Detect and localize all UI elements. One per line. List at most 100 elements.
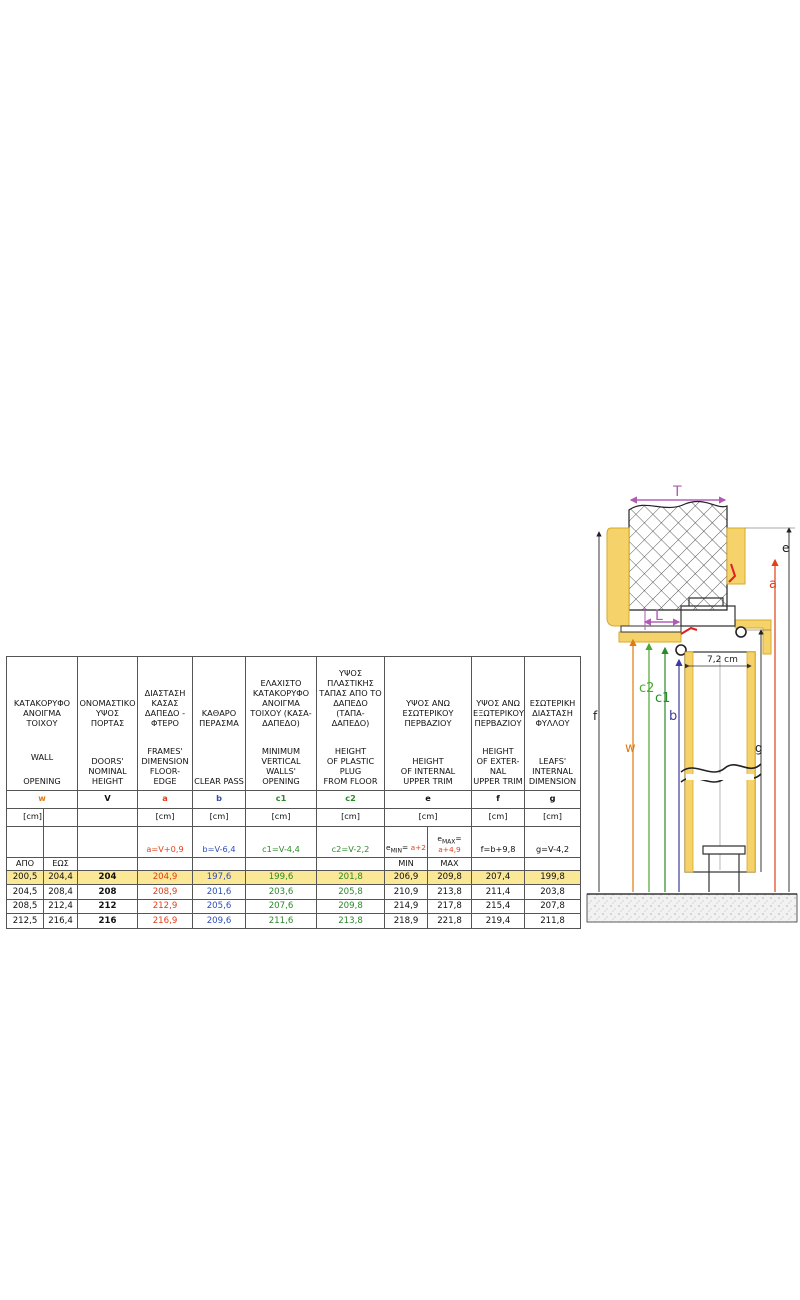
table-row: 212,5 216,4 216 216,9 209,6 211,6 213,8 … [6,913,582,929]
formula-w-blank1 [6,825,44,858]
wall-section [628,500,728,611]
header-f-en-line4: UPPER TRIM [473,775,523,786]
dimensions-table: ΚΑΤΑΚΟΡΥΦΟ ΑΝΟΙΓΜΑ ΤΟΙΧΟΥ ΟΝΟΜΑΣΤΙΚΟ ΥΨΟ… [6,656,582,929]
cell-v: 208 [77,884,138,900]
formula-b: b=V-6,4 [192,825,246,858]
range-blank-b [192,856,246,871]
gasket-right [735,626,747,638]
header-g-en-line2: INTERNAL [532,765,573,776]
formula-emin-eq: = [402,842,409,852]
unit-c2: [cm] [316,807,385,827]
header-e-en-line1: HEIGHT [412,755,444,766]
header-g-en-line3: DIMENSION [528,775,577,786]
unit-w-blank [43,807,78,827]
red-seal [680,563,737,635]
header-c2-en-line3: PLUG [339,765,362,776]
cell-emin: 206,9 [384,869,428,885]
c1-label: c1 [655,691,670,706]
unit-c1: [cm] [245,807,317,827]
cell-v: 204 [77,869,138,885]
formula-row: a=V+0,9 b=V-6,4 c1=V-4,4 c2=V-2,2 eMIN= … [6,825,582,858]
door-leaf-right-skin [746,651,756,873]
cell-g: 203,8 [524,884,582,900]
cell-c1: 203,6 [245,884,317,900]
header-a-en-line2: DIMENSION [141,755,189,766]
cell-emin: 218,9 [384,913,428,929]
cell-c1: 207,6 [245,898,317,914]
cell-c2: 205,8 [316,884,385,900]
door-leaf-left-skin [684,651,694,873]
cell-emax: 209,8 [426,869,473,885]
cell-v: 216 [77,913,138,929]
cell-w-to: 208,4 [43,884,78,900]
frame-outer-trim [606,527,630,627]
gasket-left [675,644,687,656]
range-blank-a [137,856,193,871]
header-a-en-line1: FRAMES' [147,746,183,757]
symbol-row: w V a b c1 c2 e f g [6,789,582,809]
header-c1-greek: ΕΛΑΧΙΣΤΟ ΚΑΤΑΚΟΡΥΦΟ ΑΝΟΙΓΜΑ ΤΟΙΧΟΥ (ΚΑΣΑ… [245,656,317,733]
cell-a: 204,9 [137,869,193,885]
formula-emin-sub: MIN [390,847,402,855]
cell-a: 216,9 [137,913,193,929]
unit-e: [cm] [383,807,473,827]
L-label: L [655,608,663,624]
header-g-english: LEAFS' INTERNAL DIMENSION [524,732,582,791]
table-row: 208,5 212,4 212 212,9 205,6 207,6 209,8 … [6,898,582,914]
cell-emax: 213,8 [426,884,473,900]
header-b-english: CLEAR PASS [192,732,246,791]
range-min-label: MIN [384,856,428,871]
cell-c1: 199,6 [245,869,317,885]
cell-a: 212,9 [137,898,193,914]
header-a-en-line3: FLOOR-EDGE [149,765,181,786]
f-label: f [593,709,598,723]
greek-header-row: ΚΑΤΑΚΟΡΥΦΟ ΑΝΟΙΓΜΑ ΤΟΙΧΟΥ ΟΝΟΜΑΣΤΙΚΟ ΥΨΟ… [6,656,582,733]
header-v-en-line1: DOORS' [91,755,124,766]
header-f-greek: ΥΨΟΣ ΑΝΩ ΕΞΩΤΕΡΙΚΟΥ ΠΕΡΒΑΖΙΟΥ [471,656,526,733]
range-blank-c2 [316,856,385,871]
g-label: g [755,741,763,755]
cell-a: 208,9 [137,884,193,900]
cell-b: 205,6 [192,898,246,914]
cell-c2: 209,8 [316,898,385,914]
formula-c1: c1=V-4,4 [245,825,317,858]
formula-a-text: a=V+0,9 [146,843,184,854]
formula-g: g=V-4,2 [524,825,582,858]
cell-c2: 201,8 [316,869,385,885]
english-header-row: WALL OPENING DOORS' NOMINAL HEIGHT FRAME… [6,732,582,791]
header-f-english: HEIGHT OF EXTER- NAL UPPER TRIM [471,732,526,791]
cell-b: 209,6 [192,913,246,929]
cell-w-to: 216,4 [43,913,78,929]
header-f-en-line2: OF EXTER- [476,755,520,766]
cell-w-from: 208,5 [6,898,44,914]
c2-label: c2 [639,681,654,696]
symbol-g: g [524,789,582,809]
header-c1-english: MINIMUM VERTICAL WALLS' OPENING [245,732,317,791]
range-blank-g [524,856,582,871]
symbol-c1: c1 [245,789,317,809]
cell-w-from: 212,5 [6,913,44,929]
width-dimension-label: 7,2 cm [707,655,738,665]
formula-c2: c2=V-2,2 [316,825,385,858]
header-g-en-line1: LEAFS' [538,755,567,766]
symbol-c2: c2 [316,789,385,809]
b-label: b [669,709,677,724]
header-c1-en-line2: VERTICAL [261,755,301,766]
formula-emin-label: e [386,842,391,852]
frame-base-strip [618,631,682,643]
frame-right-profile [734,619,772,655]
table-row: 200,5 204,4 204 204,9 197,6 199,6 201,8 … [6,869,582,885]
cell-f: 211,4 [471,884,526,900]
range-max-label: MAX [426,856,473,871]
header-w-greek: ΚΑΤΑΚΟΡΥΦΟ ΑΝΟΙΓΜΑ ΤΟΙΧΟΥ [6,656,78,733]
formula-emax-label: e [437,833,442,843]
break-line-1 [680,763,762,773]
symbol-v: V [77,789,138,809]
cell-emin: 214,9 [384,898,428,914]
formula-v-blank [77,825,138,858]
e-label: e [782,541,789,555]
header-v-en-line3: HEIGHT [91,775,124,786]
header-c1-en-line3: WALLS' [266,765,296,776]
cell-g: 211,8 [524,913,582,929]
cell-w-to: 204,4 [43,869,78,885]
